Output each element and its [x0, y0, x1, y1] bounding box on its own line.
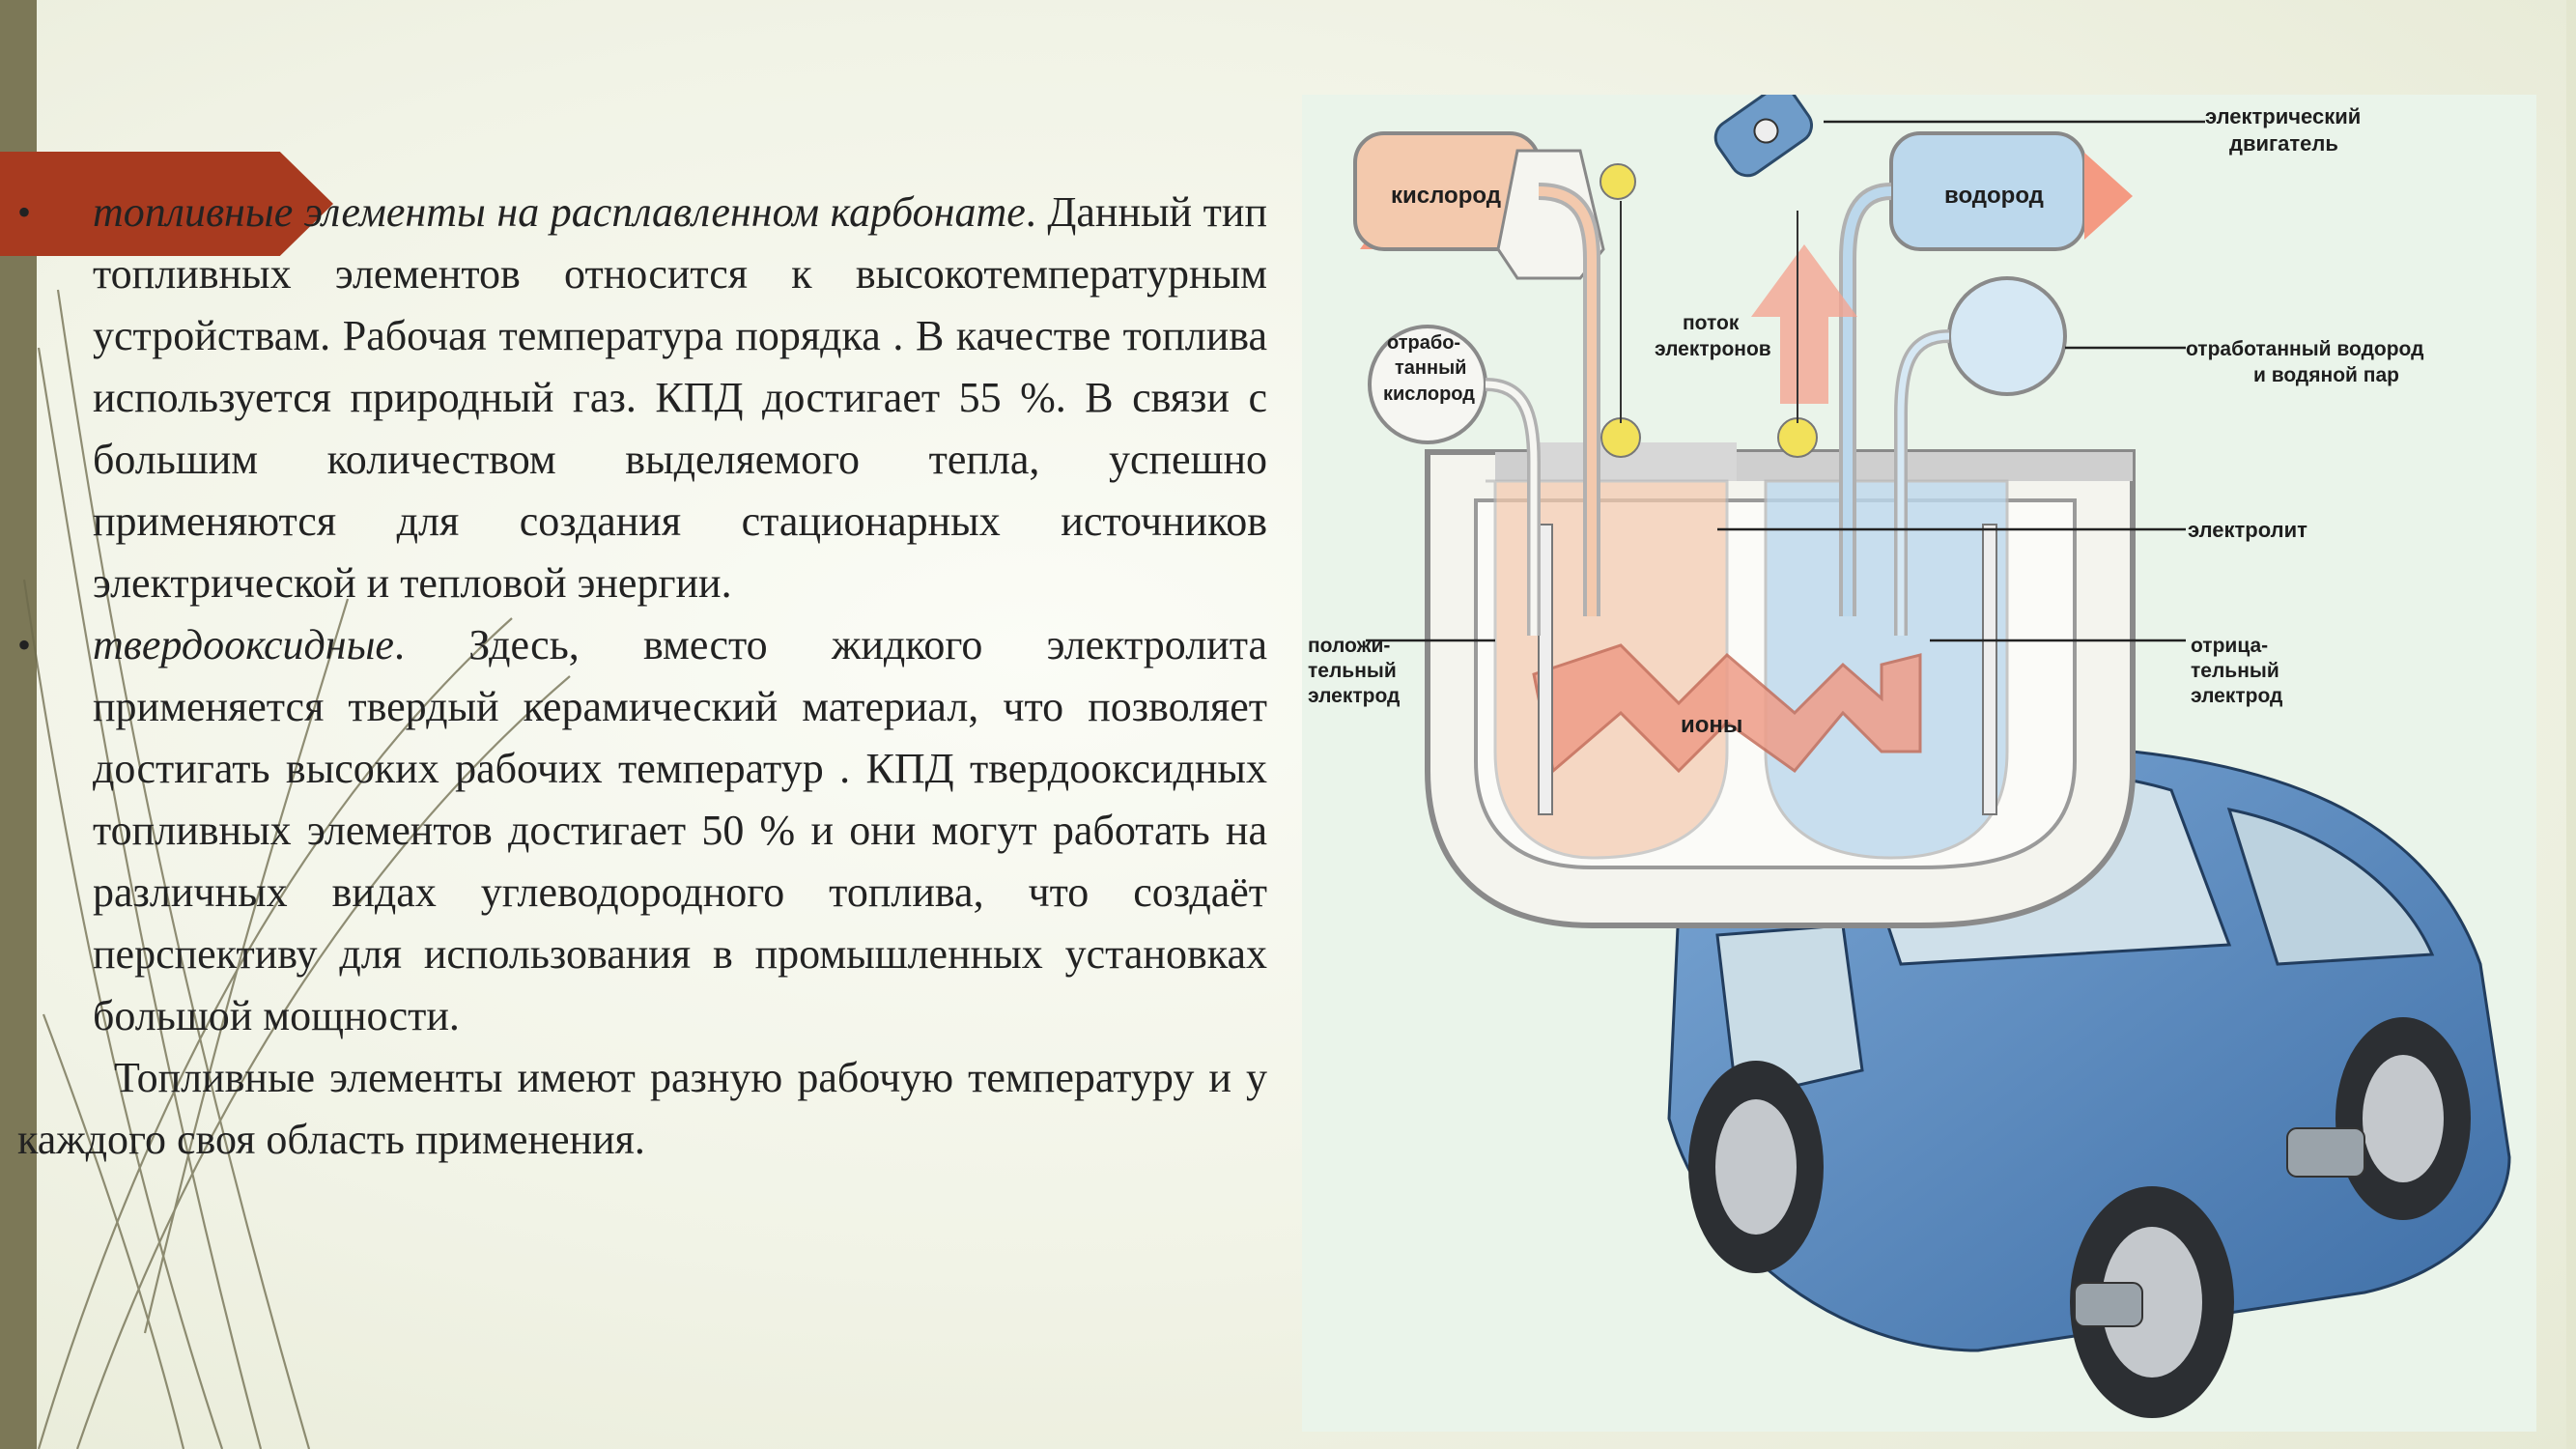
- term-solid-oxide: твердооксидные: [93, 621, 394, 668]
- label-spent-oxygen-line3: кислород: [1383, 384, 1475, 405]
- slide-right-edge: [2566, 0, 2576, 1449]
- slide-text: • топливные элементы на расплавленном ка…: [17, 182, 1267, 1171]
- label-negative-line1: отрица-: [2191, 635, 2268, 657]
- label-spent-oxygen-line2: танный: [1395, 357, 1466, 379]
- label-oxygen: кислород: [1391, 183, 1501, 209]
- gas-tanks: [1353, 95, 2133, 636]
- label-hydrogen: водород: [1944, 183, 2044, 209]
- label-positive-line1: положи-: [1308, 635, 1390, 657]
- term-molten-carbonate: топливные элементы на расплавленном карб…: [93, 188, 1026, 236]
- label-positive-line3: электрод: [1308, 685, 1400, 707]
- label-leader-lines: [1366, 120, 2205, 642]
- closing-paragraph: Топливные элементы имеют разную рабочую …: [17, 1054, 1267, 1163]
- label-motor-line2: двигатель: [2229, 131, 2338, 156]
- label-ions: ионы: [1681, 712, 1742, 738]
- diagram-illustration: кислород водород электрический двигатель…: [1308, 95, 2511, 1418]
- label-motor-line1: электрический: [2205, 104, 2361, 128]
- label-electrolyte: электролит: [2188, 518, 2307, 542]
- fuel-cell-body: [1425, 442, 2136, 928]
- label-spent-hydrogen-line1: отработанный водород: [2186, 338, 2423, 360]
- label-negative-line2: тельный: [2191, 660, 2279, 682]
- bullet-dot: •: [17, 190, 32, 234]
- label-negative-line3: электрод: [2191, 685, 2282, 707]
- bullet-molten-carbonate: • топливные элементы на расплавленном ка…: [17, 182, 1267, 614]
- description-solid-oxide: . Здесь, вместо жидкого электролита прим…: [93, 621, 1267, 1039]
- fuel-cell-car-diagram: кислород водород электрический двигатель…: [1302, 95, 2536, 1432]
- label-electron-flow-line1: поток: [1683, 312, 1740, 334]
- bullet-dot: •: [17, 623, 32, 667]
- label-positive-line2: тельный: [1308, 660, 1397, 682]
- label-spent-hydrogen-line2: и водяной пар: [2253, 364, 2399, 386]
- label-electron-flow-line2: электронов: [1655, 338, 1771, 360]
- bullet-solid-oxide: • твердооксидные. Здесь, вместо жидкого …: [17, 614, 1267, 1047]
- accent-ribbon: [0, 152, 333, 256]
- label-spent-oxygen-line1: отрабо-: [1387, 332, 1460, 354]
- description-molten-carbonate: . Данный тип топливных элементов относит…: [93, 188, 1268, 607]
